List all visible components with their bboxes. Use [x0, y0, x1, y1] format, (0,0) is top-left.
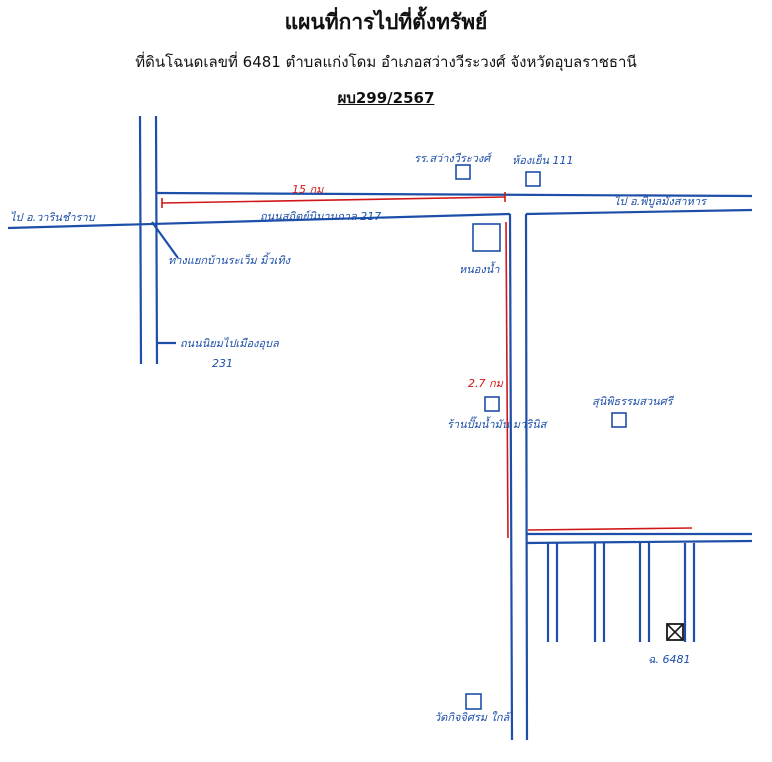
soi-road-south-edge — [526, 539, 753, 545]
label-to-right: ไป อ.พิบูลมังสาหาร — [614, 195, 708, 208]
plot-marker — [666, 623, 684, 641]
label-station: ร้านปั๊มน้ำมัน มารินิส — [447, 416, 549, 431]
highway-north-edge — [156, 191, 753, 198]
distance-line-soi — [527, 527, 693, 531]
label-water: หนองน้ำ — [459, 261, 500, 276]
label-shop: ห้องเย็น 111 — [512, 153, 573, 167]
document-number: ผบ299/2567 — [337, 89, 435, 107]
label-temple: สุนิพิธรรมสวนศรี — [592, 395, 675, 408]
left-road-west-edge — [138, 115, 143, 365]
label-distance-top: 15 กม — [292, 183, 324, 196]
left-road-east-edge — [154, 115, 159, 365]
label-roadside: ถนนนิยมไปเมืองอุบล — [180, 337, 280, 350]
label-distance-vertical: 2.7 กม — [468, 377, 504, 390]
distance-line-vertical — [505, 221, 509, 539]
label-bottom: วัดกิจจิศรม ใกล้ — [434, 711, 511, 724]
map-title: แผนที่การไปที่ตั้งทรัพย์ — [284, 10, 488, 34]
label-road-no: 231 — [212, 357, 233, 370]
junction-pointer — [151, 221, 179, 259]
station-building — [484, 396, 500, 412]
highway-south-edge-east — [525, 208, 753, 216]
bottom-building — [465, 693, 482, 710]
pond-building — [472, 223, 501, 252]
map-subtitle: ที่ดินโฉนดเลขที่ 6481 ตำบลแก่งโดม อำเภอส… — [135, 53, 637, 71]
access-road-west-edge — [508, 213, 514, 741]
label-to-left: ไป อ.วารินชำราบ — [10, 211, 96, 224]
label-highway: ถนนสถิตย์นิมานกาล 217 — [260, 210, 381, 223]
distance-line-top — [161, 196, 506, 204]
access-road-east-edge — [524, 213, 529, 741]
label-plot: ฉ. 6481 — [648, 653, 690, 666]
school-building — [455, 164, 471, 180]
temple-building — [611, 412, 627, 428]
shop-building — [525, 171, 541, 187]
label-school: รร.สว่างวีระวงศ์ — [414, 152, 493, 165]
highway-south-edge — [7, 212, 511, 230]
label-junction: ทางแยกบ้านระเว็ม มิ้วเทิง — [168, 252, 292, 267]
